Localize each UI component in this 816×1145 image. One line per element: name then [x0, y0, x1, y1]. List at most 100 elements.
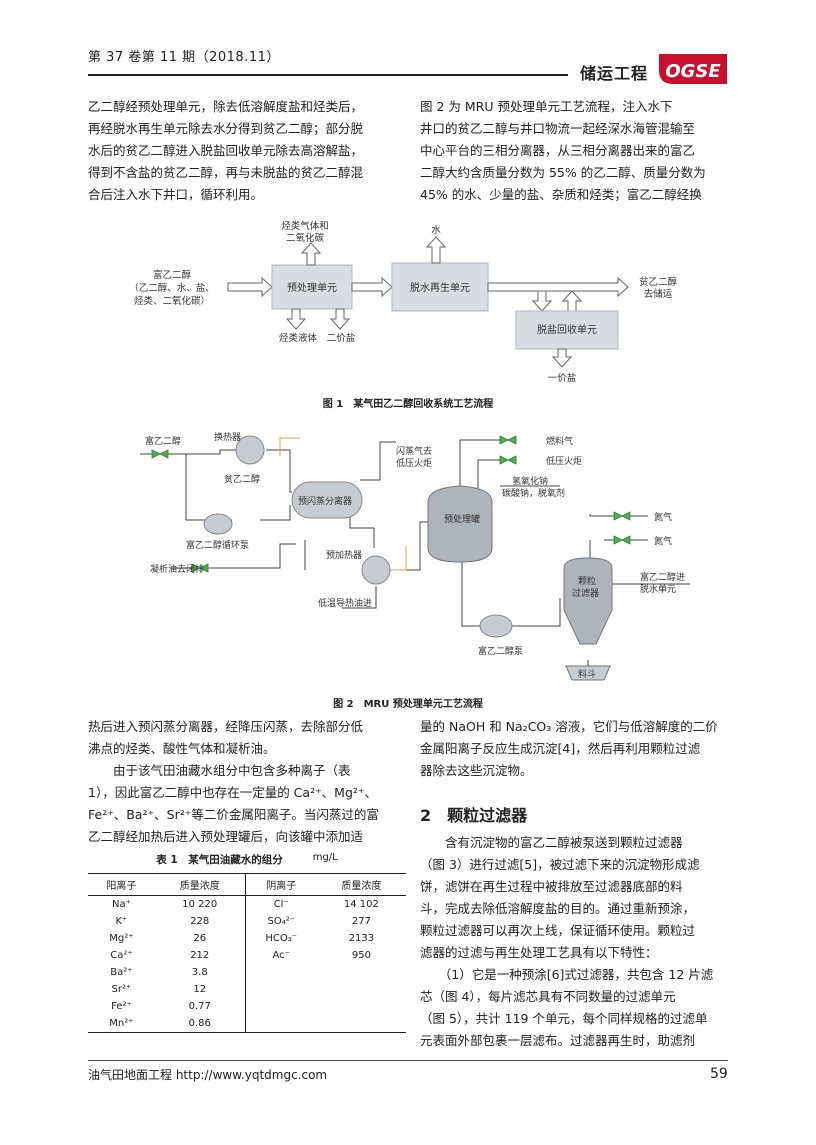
- table-cell: Ac⁻: [272, 950, 290, 961]
- text-line: 金属阳离子反应生成沉淀[4]，然后再利用颗粒过滤: [420, 741, 701, 756]
- table-cell: HCO₃⁻: [265, 933, 298, 944]
- table-cell: SO₄²⁻: [267, 916, 295, 927]
- table-header: 质量浓度: [341, 881, 382, 892]
- text-line: 由于该气田油藏水组分中包含多种离子（表: [88, 763, 351, 778]
- table-cell: Sr²⁺: [111, 984, 132, 995]
- fig2-label-hopper: 料斗: [578, 668, 596, 680]
- text-line: 饼，滤饼在再生过程中被排放至过滤器底部的料: [420, 879, 683, 894]
- table-cell: Mg²⁺: [109, 933, 134, 944]
- table-cell: [317, 964, 406, 981]
- fig2-label-out: 富乙二醇进: [640, 571, 685, 583]
- table-cell: [245, 1015, 317, 1033]
- fig2-pre-tank: [427, 485, 493, 563]
- col1-top-text: 乙二醇经预处理单元，除去低溶解度盐和烃类后， 再经脱水再生单元除去水分得到贫乙二…: [88, 96, 406, 206]
- fig2-particle-filter: [563, 557, 613, 645]
- fig2-heat-exchanger: [235, 435, 265, 465]
- table-1: 表 1 某气田油藏水的组分 mg/L 阳离子 质量浓度 阴离子 质量浓度 Na⁺…: [88, 852, 406, 1033]
- fig1-divalent: 二价盐: [327, 332, 356, 344]
- fig1-pre-unit-label: 预处理单元: [287, 282, 337, 294]
- table-cell: 10 220: [154, 895, 246, 913]
- text-line: （图 5），共计 119 个单元，每个同样规格的过滤单: [420, 1011, 708, 1026]
- text-line: 量的 NaOH 和 Na₂CO₃ 溶液，它们与低溶解度的二价: [420, 719, 718, 734]
- table-cell: 277: [351, 916, 371, 927]
- fig2-circ-pump: [203, 513, 233, 535]
- figure-2-flowchart: 富乙二醇 换热器 贫乙二醇 预闪蒸分离器 富乙二醇循环泵 凝析油去闭排 预加热器…: [140, 431, 690, 681]
- table-cell: Na⁺: [111, 899, 131, 910]
- fig1-lean-label: 贫乙二醇: [639, 276, 678, 288]
- fig2-label-flare: 低压火炬: [546, 455, 582, 467]
- table-cell: [317, 998, 406, 1015]
- fig2-label-filter: 颗粒: [578, 575, 596, 587]
- table-row: Na⁺ 10 220 Cl⁻ 14 102: [88, 895, 406, 913]
- text-line: 含有沉淀物的富乙二醇被泵送到颗粒过滤器: [420, 835, 683, 850]
- fig2-label-rich-in: 富乙二醇: [145, 435, 181, 447]
- fig1-gas-label: 烃类气体和: [281, 220, 329, 232]
- header-rule: [88, 74, 568, 76]
- fig1-lean-label: 去储运: [644, 288, 673, 300]
- table-cell: 3.8: [154, 964, 246, 981]
- text-line: 再经脱水再生单元除去水分得到贫乙二醇；部分脱: [88, 121, 364, 136]
- table-row: Mg²⁺ 26 HCO₃⁻ 2133: [88, 930, 406, 947]
- text-line: 沸点的烃类、酸性气体和凝析油。: [88, 741, 276, 756]
- issue-header: 第 37 卷第 11 期（2018.11）: [88, 50, 280, 65]
- fig2-label-pump-rich: 富乙二醇泵: [478, 645, 523, 657]
- text-line: Fe²⁺、Ba²⁺、Sr²⁺等二价金属阳离子。当闪蒸过的富: [88, 807, 379, 822]
- table-cell: Ba²⁺: [110, 967, 133, 978]
- fig2-label-chem: 碳酸钠，脱氧剂: [502, 487, 565, 499]
- text-line: 芯（图 4），每片滤芯具有不同数量的过滤单元: [420, 989, 676, 1004]
- col1-mid-text: 热后进入预闪蒸分离器，经降压闪蒸，去除部分低 沸点的烃类、酸性气体和凝析油。 由…: [88, 716, 406, 848]
- text-line: （图 3）进行过滤[5]，被过滤下来的沉淀物形成滤: [420, 857, 700, 872]
- table-header: 阳离子: [106, 881, 137, 892]
- table-cell: 228: [154, 913, 246, 930]
- fig2-label-fuel: 燃料气: [546, 435, 573, 447]
- fig2-label-lean: 贫乙二醇: [224, 473, 260, 485]
- text-line: 元表面外部包裹一层滤布。过滤器再生时，助滤剂: [420, 1033, 696, 1048]
- table-cell: [317, 1015, 406, 1033]
- table-cell: Cl⁻: [273, 899, 289, 910]
- fig1-pre-unit: [271, 264, 353, 310]
- fig1-rich-label: 富乙二醇: [153, 269, 192, 281]
- figure-1-flowchart: 富乙二醇 （乙二醇、水、盐、 烃类、二氧化碳） 预处理单元 烃类气体和 二氧化碳…: [129, 220, 678, 384]
- text-line: （1）它是一种预涂[6]式过滤器，共包含 12 片滤: [420, 967, 714, 982]
- table-cell: 950: [351, 950, 371, 961]
- col2-mid-text: 量的 NaOH 和 Na₂CO₃ 溶液，它们与低溶解度的二价 金属阳离子反应生成…: [420, 716, 730, 782]
- page-number: 59: [710, 1066, 728, 1082]
- table-cell: [245, 981, 317, 998]
- fig2-label-hx: 换热器: [214, 431, 241, 443]
- text-line: 二醇大约含质量分数为 55% 的乙二醇、质量分数为: [420, 165, 706, 180]
- table-cell: 2133: [348, 933, 375, 944]
- table-cell: Mn²⁺: [109, 1018, 134, 1029]
- fig2-label-flash: 预闪蒸分离器: [298, 495, 352, 507]
- fig2-label-flash-gas: 闪蒸气去: [396, 445, 432, 457]
- fig1-monovalent: 一价盐: [548, 372, 577, 384]
- fig1-rich-label: （乙二醇、水、盐、: [129, 282, 215, 294]
- text-line: 颗粒过滤器可以再次上线，保证循环使用。颗粒过: [420, 923, 696, 938]
- table-cell: 26: [154, 930, 246, 947]
- fig2-label-pretank: 预处理罐: [444, 513, 480, 525]
- fig1-desalt-label: 脱盐回收单元: [537, 323, 597, 336]
- table-cell: 0.77: [154, 998, 246, 1015]
- text-line: 井口的贫乙二醇与井口物流一起经深水海管混输至: [420, 121, 696, 136]
- fig2-label-pump-circ: 富乙二醇循环泵: [186, 539, 249, 551]
- fig1-hc-liquid: 烃类液体: [279, 332, 318, 344]
- table-unit: mg/L: [312, 852, 338, 863]
- text-line: 器除去这些沉淀物。: [420, 763, 533, 778]
- text-line: 水后的贫乙二醇进入脱盐回收单元除去高溶解盐，: [88, 143, 364, 158]
- text-line: 乙二醇经预处理单元，除去低溶解度盐和烃类后，: [88, 99, 364, 114]
- figure-1-caption: 图 1 某气田乙二醇回收系统工艺流程: [322, 399, 494, 410]
- table-cell: 14 102: [343, 899, 379, 910]
- journal-footer: 油气田地面工程 http://www.yqtdmgc.com: [88, 1068, 328, 1082]
- fig2-label-flash-gas: 低压火炬: [396, 457, 432, 469]
- text-line: 乙二醇经加热后进入预处理罐后，向该罐中添加适: [88, 829, 364, 844]
- text-line: 1），因此富乙二醇中也存在一定量的 Ca²⁺、Mg²⁺、: [88, 785, 378, 800]
- brand-title: 储运工程: [580, 64, 649, 83]
- text-line: 斗，完成去除低溶解度盐的目的。通过重新预涂，: [420, 901, 696, 916]
- table-cell: Ca²⁺: [110, 950, 133, 961]
- text-line: 45% 的水、少量的盐、杂质和烃类；富乙二醇经换: [420, 187, 702, 202]
- text-line: 得到不含盐的贫乙二醇，再与未脱盐的贫乙二醇混: [88, 165, 364, 180]
- svg-text:OGSE: OGSE: [665, 61, 721, 82]
- fig1-dehydration-label: 脱水再生单元: [410, 281, 470, 294]
- fig2-flash-separator: [291, 481, 363, 519]
